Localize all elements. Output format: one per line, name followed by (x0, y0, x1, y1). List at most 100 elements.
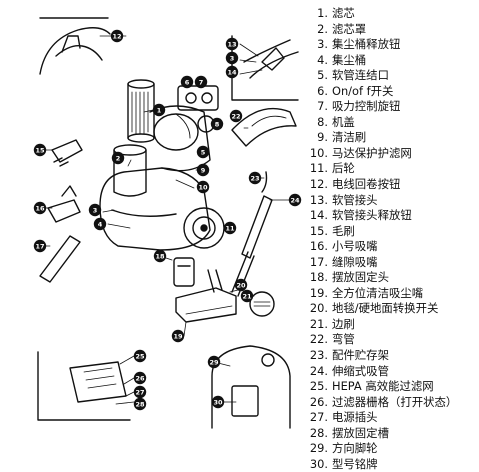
callout-27: 27 (133, 385, 147, 399)
callout-12: 12 (110, 29, 124, 43)
parts-list-item: 30.型号铭牌 (309, 456, 378, 471)
parts-list-item: 28.摆放固定槽 (309, 425, 389, 440)
callout-18: 18 (153, 249, 167, 263)
callout-30: 30 (211, 395, 225, 409)
parts-list-item: 9.清洁刷 (317, 130, 367, 145)
svg-text:18: 18 (155, 252, 165, 260)
svg-text:9: 9 (201, 166, 206, 174)
parts-list-item: 2.滤芯罩 (317, 21, 367, 36)
callout-4: 4 (93, 217, 107, 231)
parts-list-item: 18.摆放固定头 (309, 270, 389, 285)
filter-cover (113, 144, 147, 197)
parts-list-item: 15.毛刷 (309, 223, 355, 238)
callout-7: 7 (194, 75, 208, 89)
callout-1: 1 (152, 103, 166, 117)
svg-text:25: 25 (135, 352, 145, 360)
svg-text:12: 12 (112, 32, 121, 40)
svg-text:3: 3 (93, 206, 98, 214)
callout-24: 24 (288, 193, 302, 207)
svg-text:17: 17 (35, 242, 44, 250)
parts-list-item: 19.全方位清洁吸尘嘴 (309, 285, 424, 300)
callout-5: 5 (196, 145, 210, 159)
svg-text:1: 1 (157, 106, 162, 114)
svg-text:29: 29 (209, 358, 219, 366)
callout-11: 11 (223, 221, 237, 235)
svg-text:13: 13 (227, 40, 236, 48)
parts-list: 1.滤芯 2.滤芯罩 3.集尘桶释放钮 4.集尘桶 5.软管连结口 6.On/o… (307, 6, 477, 472)
svg-text:8: 8 (215, 120, 220, 128)
callout-28: 28 (133, 397, 147, 411)
callout-20: 20 (234, 278, 248, 292)
bent-pipe (231, 107, 297, 147)
callout-10: 10 (196, 180, 210, 194)
callout-2: 2 (111, 151, 125, 165)
crevice-tool (39, 235, 81, 283)
callout-9: 9 (196, 163, 210, 177)
parts-list-item: 27.电源插头 (309, 410, 378, 425)
parts-list-item: 25.HEPA 高效能过滤网 (309, 379, 434, 394)
floor-nozzle (175, 269, 275, 323)
svg-text:11: 11 (225, 224, 235, 232)
svg-text:23: 23 (250, 174, 259, 182)
svg-text:5: 5 (201, 148, 206, 156)
callout-29: 29 (207, 355, 221, 369)
callout-3: 3 (88, 203, 102, 217)
parts-list-item: 14.软管接头释放钮 (309, 208, 412, 223)
callout-17: 17 (33, 239, 47, 253)
svg-text:19: 19 (173, 332, 183, 340)
svg-text:28: 28 (135, 400, 145, 408)
callout-19: 19 (171, 329, 185, 343)
parts-list-item: 20.地毯/硬地面转换开关 (309, 301, 439, 316)
callout-16: 16 (33, 201, 47, 215)
parts-list-item: 11.后轮 (309, 161, 355, 176)
telescopic-tube (231, 171, 273, 297)
svg-text:7: 7 (199, 78, 204, 86)
svg-text:2: 2 (116, 154, 121, 162)
svg-text:26: 26 (135, 374, 145, 382)
svg-text:20: 20 (236, 281, 246, 289)
svg-text:15: 15 (35, 146, 45, 154)
svg-text:16: 16 (35, 204, 45, 212)
callout-25: 25 (133, 349, 147, 363)
svg-text:27: 27 (135, 388, 144, 396)
small-nozzle (47, 185, 81, 223)
svg-text:3: 3 (230, 54, 235, 62)
parts-list-item: 7.吸力控制旋钮 (317, 99, 401, 114)
rear-wheel (183, 207, 225, 249)
callout-14: 14 (225, 65, 239, 79)
parts-list-item: 17.缝隙吸嘴 (309, 254, 378, 269)
leader-lines (43, 35, 291, 405)
parts-list-item: 13.软管接头 (309, 192, 378, 207)
parts-list-item: 5.软管连结口 (317, 68, 389, 83)
callout-21: 21 (240, 289, 254, 303)
parts-list-item: 8.机盖 (317, 114, 355, 129)
parts-list-item: 24.伸缩式吸管 (309, 363, 389, 378)
callout-6: 6 (180, 75, 194, 89)
parts-list-item: 10.马达保护护滤网 (309, 145, 412, 160)
parts-list-item: 29.方向脚轮 (309, 441, 378, 456)
parts-list-item: 6.On/of f开关 (317, 83, 394, 98)
svg-text:21: 21 (242, 292, 252, 300)
callout-26: 26 (133, 371, 147, 385)
parts-list-item: 4.集尘桶 (317, 52, 367, 67)
svg-text:24: 24 (290, 196, 300, 204)
parts-list-item: 21.边刷 (309, 316, 355, 331)
parts-list-item: 3.集尘桶释放钮 (317, 37, 401, 52)
svg-text:30: 30 (213, 398, 223, 406)
parts-list-item: 26.过滤器栅格（打开状态） (309, 394, 458, 409)
parts-list-item: 1.滤芯 (317, 6, 355, 20)
callout-23: 23 (248, 171, 262, 185)
svg-text:14: 14 (227, 68, 237, 76)
svg-text:10: 10 (198, 183, 208, 191)
parts-list-item: 16.小号吸嘴 (309, 239, 378, 254)
svg-text:4: 4 (98, 220, 103, 228)
inset-filter-grille (37, 351, 131, 421)
callout-22: 22 (229, 109, 243, 123)
callout-13: 13 (225, 37, 239, 51)
inset-nameplate (211, 345, 291, 429)
inset-cord-rewind (39, 17, 111, 75)
callouts: 12 13 3 14 6 7 1 8 22 15 2 5 9 10 23 16 … (33, 29, 302, 411)
callout-15: 15 (33, 143, 47, 157)
parts-list-item: 22.弯管 (309, 332, 355, 347)
